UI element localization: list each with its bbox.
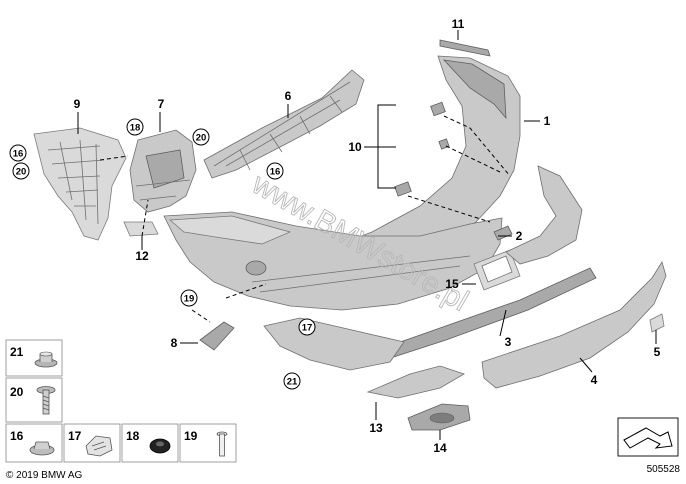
callout-5: 5 — [654, 345, 661, 359]
circled-callouts: 16 20 18 20 16 19 17 21 — [9, 118, 316, 390]
fastener-legend: 21 20 16 17 18 19 — [5, 339, 237, 463]
circle-20b — [192, 128, 210, 146]
callout-12: 12 — [135, 249, 149, 263]
circle-16a — [9, 144, 27, 162]
speed-nut-icon — [29, 441, 55, 456]
copyright-text: © 2019 BMW AG — [6, 470, 83, 481]
callout-4: 4 — [591, 373, 598, 387]
lower-bumper-panel — [163, 211, 503, 311]
part-13-bracket — [366, 365, 465, 399]
leader-lines — [77, 30, 657, 440]
callout-9: 9 — [74, 97, 81, 111]
part-9-bracket — [33, 127, 127, 241]
part-10-clips — [394, 101, 450, 197]
part-15-frame — [473, 249, 521, 291]
callout-14: 14 — [433, 441, 447, 455]
circle-20a — [12, 162, 30, 180]
part-4-side-section — [505, 165, 583, 265]
circle-17 — [298, 318, 316, 336]
nut-icon — [34, 351, 58, 368]
part-5-clip — [649, 313, 665, 333]
rivet-icon — [216, 431, 228, 457]
part-12-piece — [123, 221, 159, 237]
part-7-bracket — [129, 129, 197, 213]
callout-8: 8 — [171, 336, 178, 350]
circled-20a: 20 — [16, 167, 27, 178]
legend-21: 21 — [10, 345, 24, 359]
circle-18 — [126, 118, 144, 136]
circled-16a: 16 — [13, 149, 24, 160]
circled-20b: 20 — [196, 133, 207, 144]
callout-13: 13 — [369, 421, 383, 435]
legend-17: 17 — [68, 429, 82, 443]
circled-19: 19 — [184, 294, 195, 305]
circle-16b — [266, 162, 284, 180]
diagram-number: 505528 — [647, 464, 681, 475]
legend-18: 18 — [126, 429, 140, 443]
callout-labels: 11 1 2 3 4 5 6 7 8 9 10 12 13 14 15 — [74, 17, 661, 455]
circled-18: 18 — [130, 123, 141, 134]
part-21-lower-panel — [263, 317, 405, 371]
callout-2: 2 — [516, 229, 523, 243]
direction-arrow-box — [617, 417, 679, 457]
part-11-strip — [439, 39, 491, 57]
screw-icon — [36, 386, 56, 415]
circled-16b: 16 — [270, 167, 281, 178]
callout-7: 7 — [158, 97, 165, 111]
legend-19: 19 — [184, 429, 198, 443]
grommet-icon — [149, 438, 171, 454]
callout-15: 15 — [445, 277, 459, 291]
part-3-diffuser — [371, 267, 597, 363]
callout-11: 11 — [452, 17, 465, 31]
part-8-reflector — [199, 321, 235, 351]
callout-10: 10 — [348, 140, 362, 154]
callout-6: 6 — [285, 89, 292, 103]
callout-1: 1 — [544, 114, 551, 128]
circle-19 — [180, 289, 198, 307]
part-6-bracket — [203, 69, 365, 179]
legend-16: 16 — [10, 429, 24, 443]
circled-17: 17 — [302, 323, 313, 334]
circled-21: 21 — [287, 377, 298, 388]
callout-3: 3 — [505, 335, 512, 349]
part-14-tip — [407, 403, 471, 431]
spring-clip-icon — [85, 435, 113, 457]
legend-20: 20 — [10, 385, 24, 399]
circle-21 — [283, 372, 301, 390]
part-4-lower-trim — [481, 261, 667, 389]
